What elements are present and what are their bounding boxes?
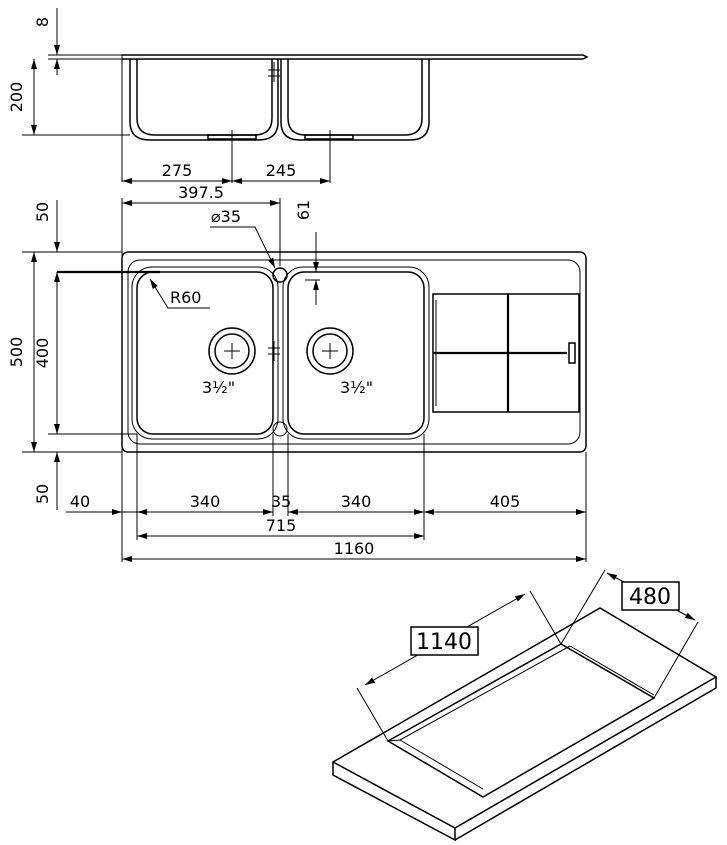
dim-top-thickness: 8 xyxy=(33,17,52,27)
dim-radius: R60 xyxy=(170,288,201,307)
dim-bottom-margin: 50 xyxy=(33,484,52,504)
dim-bowl-offset: 61 xyxy=(294,200,313,220)
top-view: 3½" 3½" 397.5 ⌀35 61 R60 50 500 xyxy=(7,183,587,562)
right-drain xyxy=(306,327,354,375)
drain-size-right: 3½" xyxy=(340,378,373,397)
dim-340-right: 340 xyxy=(341,492,372,511)
countertop-top xyxy=(331,607,718,829)
dim-tap-hole: ⌀35 xyxy=(211,207,241,226)
dim-drain-right: 245 xyxy=(266,161,297,180)
dim-bowl-width: 400 xyxy=(33,338,52,369)
dim-drain-left: 275 xyxy=(162,161,193,180)
dim-tap-offset: 397.5 xyxy=(178,183,224,202)
cutout-isometric: 1140 480 xyxy=(331,569,718,842)
left-bowl xyxy=(136,271,274,435)
dim-35: 35 xyxy=(271,492,291,511)
left-drain xyxy=(208,327,256,375)
dim-overall-width: 500 xyxy=(7,337,26,368)
side-left-bowl xyxy=(136,59,273,136)
cutout-width: 480 xyxy=(629,585,671,610)
side-right-bowl xyxy=(287,59,423,136)
right-bowl xyxy=(287,271,425,435)
cutout-length: 1140 xyxy=(416,630,472,655)
side-view: 8 200 275 245 xyxy=(7,8,589,184)
dim-715: 715 xyxy=(266,516,297,535)
dim-40: 40 xyxy=(70,492,90,511)
dim-top-margin: 50 xyxy=(33,202,52,222)
dim-depth: 200 xyxy=(7,82,26,113)
dim-405: 405 xyxy=(490,492,521,511)
tap-hole xyxy=(272,267,288,283)
cutout-opening xyxy=(386,643,656,798)
side-top-plate xyxy=(122,54,589,60)
drain-size-left: 3½" xyxy=(202,378,235,397)
bottom-dimensions: 40 340 35 340 405 715 1160 xyxy=(66,434,587,562)
dim-340-left: 340 xyxy=(190,492,221,511)
drainboard xyxy=(432,293,580,413)
dim-1160: 1160 xyxy=(334,539,375,558)
